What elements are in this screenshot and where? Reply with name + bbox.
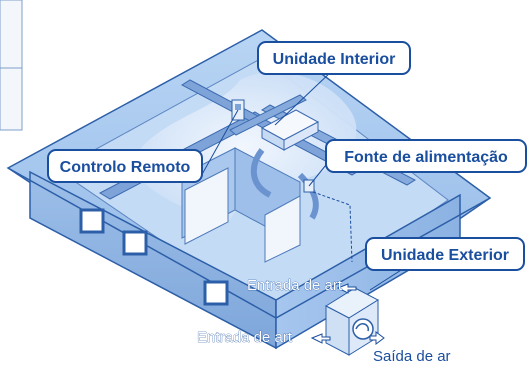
callout-power-supply: Fonte de alimentação	[325, 139, 527, 173]
callout-outdoor-unit: Unidade Exterior	[365, 237, 525, 271]
house-windows	[79, 208, 229, 306]
airflow-arrows	[310, 283, 385, 345]
air-inlet-upper-arrow	[336, 283, 357, 294]
outdoor-unit-illustration	[324, 287, 380, 356]
air-inlet-lower-label: Entrada de art	[197, 329, 293, 346]
air-outlet-label: Saída de ar	[373, 348, 451, 365]
remote-control-label: Controlo Remoto	[60, 159, 191, 176]
air-inlet-lower-arrow	[310, 333, 331, 344]
air-inlet-upper-label: Entrada de art	[247, 277, 343, 294]
background-panel	[0, 0, 23, 131]
indoor-unit-label: Unidade Interior	[273, 51, 396, 68]
callout-remote-control: Controlo Remoto	[47, 149, 203, 183]
air-outlet-arrow	[369, 331, 385, 345]
outdoor-unit-label: Unidade Exterior	[381, 247, 509, 264]
indoor-unit-illustration	[260, 109, 320, 151]
callout-indoor-unit: Unidade Interior	[257, 41, 411, 75]
power-supply-label: Fonte de alimentação	[344, 149, 508, 166]
house-interior	[57, 57, 449, 319]
